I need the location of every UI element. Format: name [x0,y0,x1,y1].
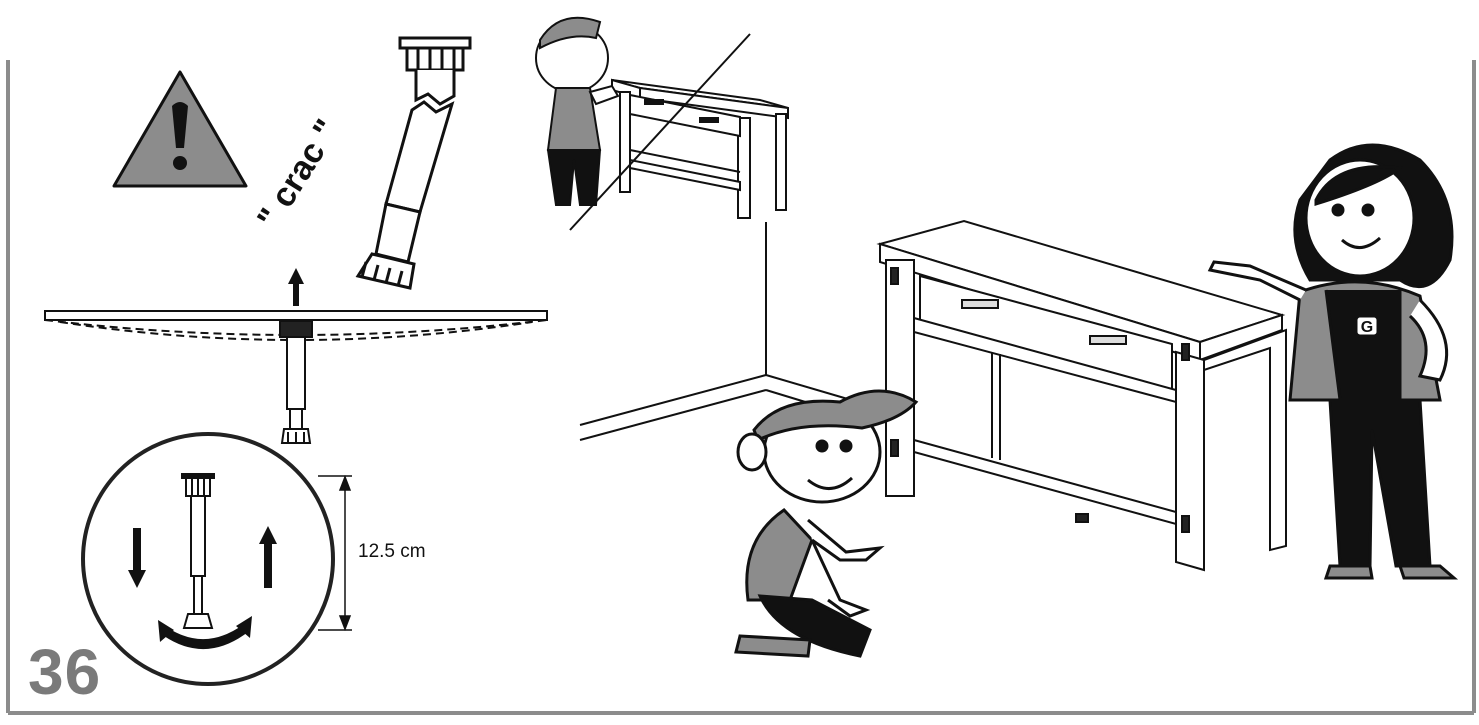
measurement-label: 12.5 cm [358,541,426,563]
step-number: 36 [28,640,101,704]
badge-letter: G [1361,319,1373,336]
adjustment-detail-circle [83,434,333,684]
worker-man-top [536,18,618,205]
worker-woman: G [1210,145,1454,578]
warning-triangle-icon [114,72,246,186]
broken-leveler-leg [358,38,470,288]
arrow-up-icon [288,268,304,306]
